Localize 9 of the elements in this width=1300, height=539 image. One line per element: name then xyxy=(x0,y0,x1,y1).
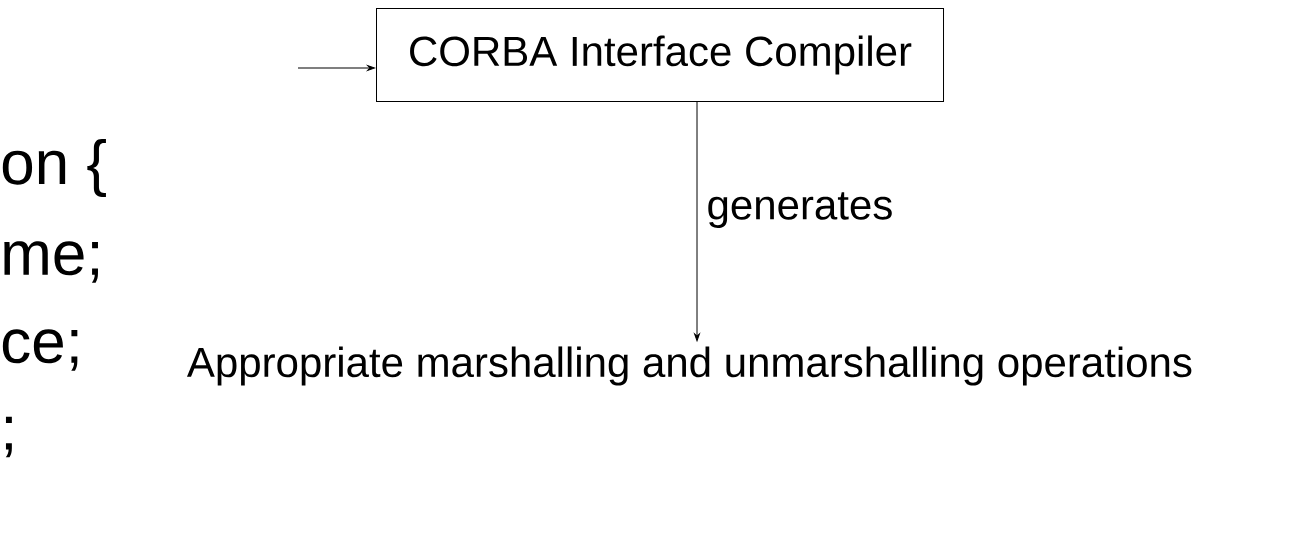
arrow xyxy=(694,101,700,342)
arrow xyxy=(297,65,375,71)
code-text: ce; xyxy=(2,329,78,371)
code-text: ; xyxy=(5,416,12,458)
compiler-box: CORBA Interface Compiler xyxy=(376,8,944,102)
edge-label: generates xyxy=(708,192,892,229)
code-text: on { xyxy=(2,139,106,197)
output-text: Appropriate marshalling and unmarshalling operations xyxy=(186,346,1192,386)
code-text: me; xyxy=(4,241,98,283)
